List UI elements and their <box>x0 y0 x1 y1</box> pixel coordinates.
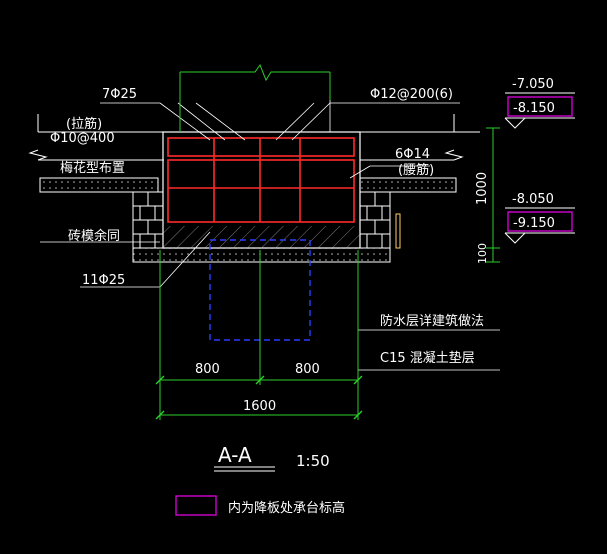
bottom-cushion <box>132 247 391 263</box>
legend-text: 内为降板处承台标高 <box>228 500 345 516</box>
elevation-top: -7.050 <box>512 77 554 92</box>
label-tie-bar: (拉筋) <box>66 116 102 132</box>
dim-width-right: 800 <box>295 362 320 377</box>
label-tie-spacing: Φ10@400 <box>50 131 115 146</box>
soil-hatch <box>163 226 360 248</box>
label-brick-formwork: 砖模余同 <box>68 228 120 244</box>
elevation-highlight-top <box>507 96 573 117</box>
section-name: A-A <box>218 443 252 467</box>
label-waist: (腰筋) <box>398 162 434 178</box>
dim-height-bottom: 100 <box>476 243 489 264</box>
dim-width-left: 800 <box>195 362 220 377</box>
note-waterproof: 防水层详建筑做法 <box>380 313 484 329</box>
elevation-bottom-boxed: -9.150 <box>513 216 555 231</box>
label-bottom-rebar: 11Φ25 <box>82 273 125 288</box>
dimension-ticks <box>155 375 363 420</box>
right-cushion-layer <box>359 177 457 193</box>
elevation-highlight-bottom <box>507 211 573 232</box>
label-layout: 梅花型布置 <box>60 160 125 176</box>
dimension-lines <box>159 127 500 420</box>
rebar-cage <box>167 137 355 223</box>
note-cushion: C15 混凝土垫层 <box>380 350 475 366</box>
top-break-line <box>179 63 331 132</box>
dim-height-total: 1000 <box>475 172 490 205</box>
label-top-right-rebar: Φ12@200(6) <box>370 87 453 102</box>
elevation-top-boxed: -8.150 <box>513 101 555 116</box>
label-waist-bar: 6Φ14 <box>395 147 430 162</box>
label-top-left-rebar: 7Φ25 <box>102 87 137 102</box>
legend-swatch <box>175 495 217 516</box>
brick-wall-right <box>359 191 391 249</box>
section-scale: 1:50 <box>296 452 330 470</box>
section-title-underline <box>214 466 275 472</box>
height-marker <box>395 213 401 249</box>
elevation-bottom: -8.050 <box>512 192 554 207</box>
left-cushion-layer <box>39 177 159 193</box>
dim-width-total: 1600 <box>243 399 276 414</box>
brick-wall-left <box>132 191 164 249</box>
elevation-symbols <box>504 92 575 244</box>
